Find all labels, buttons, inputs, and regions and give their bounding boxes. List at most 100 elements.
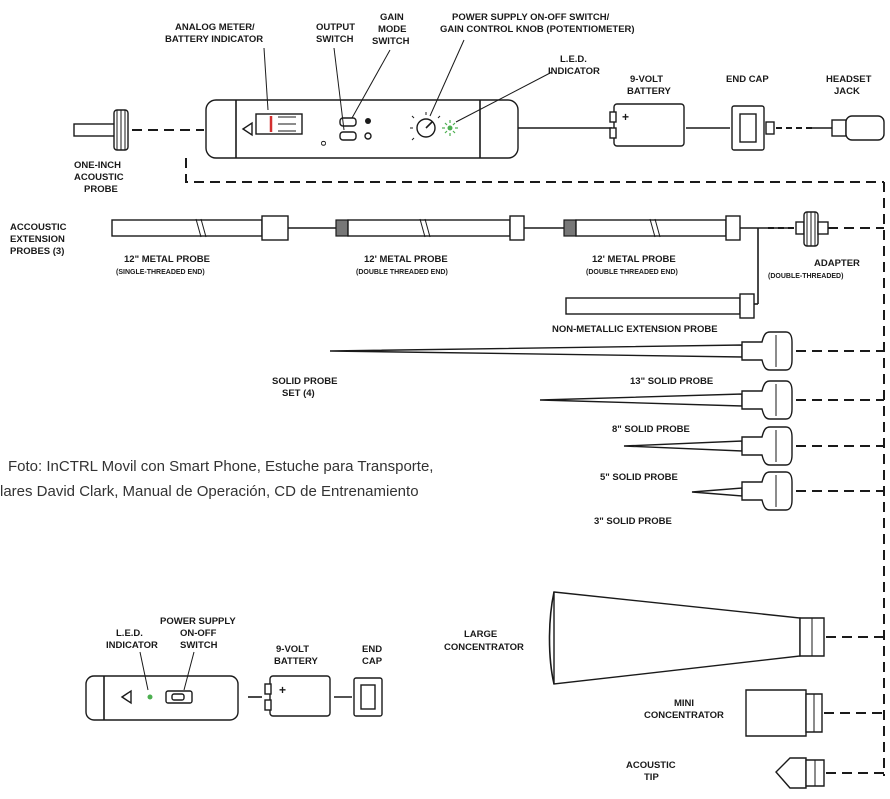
svg-text:SWITCH: SWITCH	[316, 34, 354, 45]
svg-text:CONCENTRATOR: CONCENTRATOR	[444, 642, 524, 653]
svg-text:ACCOUSTIC: ACCOUSTIC	[10, 222, 67, 233]
metal-probe-2-sublabel: (DOUBLE THREADED END)	[356, 269, 448, 276]
end-cap-part	[731, 105, 775, 151]
mini-concentrator-label: MINI CONCENTRATOR	[644, 698, 724, 721]
svg-text:9-VOLT: 9-VOLT	[630, 74, 663, 85]
svg-text:GAIN CONTROL KNOB (POTENTIOMET: GAIN CONTROL KNOB (POTENTIOMETER)	[440, 24, 635, 35]
switch-dot-icon	[365, 118, 371, 124]
metal-probe-3	[563, 215, 741, 241]
large-concentrator-label: LARGE CONCENTRATOR	[444, 629, 524, 653]
svg-text:CONCENTRATOR: CONCENTRATOR	[644, 710, 724, 721]
acoustic-tip-label: ACOUSTIC TIP	[626, 760, 676, 783]
acoustic-tip	[775, 757, 825, 789]
caption-line-2: lares David Clark, Manual de Operación, …	[0, 483, 419, 500]
svg-text:TIP: TIP	[644, 772, 659, 783]
svg-text:SOLID PROBE: SOLID PROBE	[272, 376, 337, 387]
svg-text:+: +	[279, 683, 286, 697]
svg-text:INDICATOR: INDICATOR	[106, 640, 158, 651]
headset-jack-part	[812, 115, 885, 141]
small-end-cap	[353, 677, 383, 717]
solid-8-label: 8" SOLID PROBE	[612, 424, 690, 435]
speaker-icon	[241, 121, 253, 137]
svg-text:OUTPUT: OUTPUT	[316, 22, 355, 33]
svg-text:SWITCH: SWITCH	[372, 36, 410, 47]
metal-probe-1-label: 12" METAL PROBE	[124, 254, 210, 265]
battery-label: 9-VOLT BATTERY	[627, 74, 671, 97]
power-supply-label: POWER SUPPLY ON-OFF SWITCH/ GAIN CONTROL…	[440, 12, 635, 35]
small-battery: +	[264, 675, 331, 717]
analog-meter-label: ANALOG METER/ BATTERY INDICATOR	[165, 22, 263, 45]
adapter-part	[795, 211, 829, 247]
metal-probe-1	[111, 215, 289, 241]
svg-text:ONE-INCH: ONE-INCH	[74, 160, 121, 171]
battery-9v: +	[609, 103, 685, 147]
svg-text:MINI: MINI	[674, 698, 694, 709]
svg-text:ACOUSTIC: ACOUSTIC	[74, 172, 124, 183]
one-inch-probe-part	[73, 109, 129, 151]
svg-text:+: +	[622, 110, 629, 124]
output-switch-label: OUTPUT SWITCH	[316, 22, 355, 45]
headset-jack-label: HEADSET JACK	[826, 74, 872, 97]
svg-text:MODE: MODE	[378, 24, 407, 35]
svg-text:LARGE: LARGE	[464, 629, 497, 640]
metal-probe-2	[335, 215, 525, 241]
svg-text:ON-OFF: ON-OFF	[180, 628, 217, 639]
non-metallic-probe	[565, 293, 755, 319]
svg-text:L.E.D.: L.E.D.	[560, 54, 587, 65]
one-inch-probe-label: ONE-INCH ACOUSTIC PROBE	[74, 160, 124, 195]
svg-text:CAP: CAP	[362, 656, 383, 667]
metal-probe-3-label: 12' METAL PROBE	[592, 254, 676, 265]
small-led	[147, 694, 153, 700]
svg-text:INDICATOR: INDICATOR	[548, 66, 600, 77]
extension-probes-label: ACCOUSTIC EXTENSION PROBES (3)	[10, 222, 67, 257]
small-unit-body	[85, 675, 239, 721]
metal-probe-3-sublabel: (DOUBLE THREADED END)	[586, 269, 678, 276]
svg-text:SWITCH: SWITCH	[180, 640, 218, 651]
gain-mode-label: GAIN MODE SWITCH	[372, 12, 410, 47]
svg-text:ACOUSTIC: ACOUSTIC	[626, 760, 676, 771]
svg-text:POWER SUPPLY: POWER SUPPLY	[160, 616, 236, 627]
output-switch[interactable]	[339, 131, 357, 141]
svg-text:BATTERY: BATTERY	[274, 656, 318, 667]
svg-text:SET (4): SET (4)	[282, 388, 315, 399]
solid-3-label: 3" SOLID PROBE	[594, 516, 672, 527]
adapter-sublabel: (DOUBLE-THREADED)	[768, 273, 843, 280]
small-speaker-icon	[120, 689, 132, 705]
svg-text:POWER SUPPLY ON-OFF SWITCH/: POWER SUPPLY ON-OFF SWITCH/	[452, 12, 610, 23]
svg-text:GAIN: GAIN	[380, 12, 404, 23]
solid-probe-set-label: SOLID PROBE SET (4)	[272, 376, 337, 399]
solid-probe-8	[539, 380, 793, 420]
small-battery-label: 9-VOLT BATTERY	[274, 644, 318, 667]
svg-text:L.E.D.: L.E.D.	[116, 628, 143, 639]
svg-text:EXTENSION: EXTENSION	[10, 234, 65, 245]
solid-13-label: 13" SOLID PROBE	[630, 376, 713, 387]
svg-text:JACK: JACK	[834, 86, 860, 97]
svg-text:BATTERY: BATTERY	[627, 86, 671, 97]
gain-mode-switch[interactable]	[339, 117, 357, 127]
svg-text:9-VOLT: 9-VOLT	[276, 644, 309, 655]
solid-probe-13	[329, 331, 793, 371]
svg-text:ANALOG METER/: ANALOG METER/	[175, 22, 255, 33]
led-indicator	[442, 120, 458, 136]
small-led-label: L.E.D. INDICATOR	[106, 628, 158, 651]
end-cap-label: END CAP	[726, 74, 769, 85]
svg-text:HEADSET: HEADSET	[826, 74, 872, 85]
solid-probe-3	[691, 471, 793, 511]
svg-text:PROBES (3): PROBES (3)	[10, 246, 64, 257]
solid-5-label: 5" SOLID PROBE	[600, 472, 678, 483]
switch-mark: O	[321, 140, 328, 146]
caption-line-1: Foto: InCTRL Movil con Smart Phone, Estu…	[8, 458, 433, 475]
svg-text:END: END	[362, 644, 382, 655]
main-unit-body: O	[205, 99, 519, 159]
adapter-label: ADAPTER	[814, 258, 860, 269]
small-power-label: POWER SUPPLY ON-OFF SWITCH	[160, 616, 236, 651]
svg-text:BATTERY INDICATOR: BATTERY INDICATOR	[165, 34, 263, 45]
small-end-cap-label: END CAP	[362, 644, 383, 667]
solid-probe-5	[623, 426, 793, 466]
non-metallic-label: NON-METALLIC EXTENSION PROBE	[552, 324, 718, 335]
metal-probe-1-sublabel: (SINGLE-THREADED END)	[116, 269, 205, 276]
mini-concentrator	[745, 689, 823, 737]
metal-probe-2-label: 12' METAL PROBE	[364, 254, 448, 265]
